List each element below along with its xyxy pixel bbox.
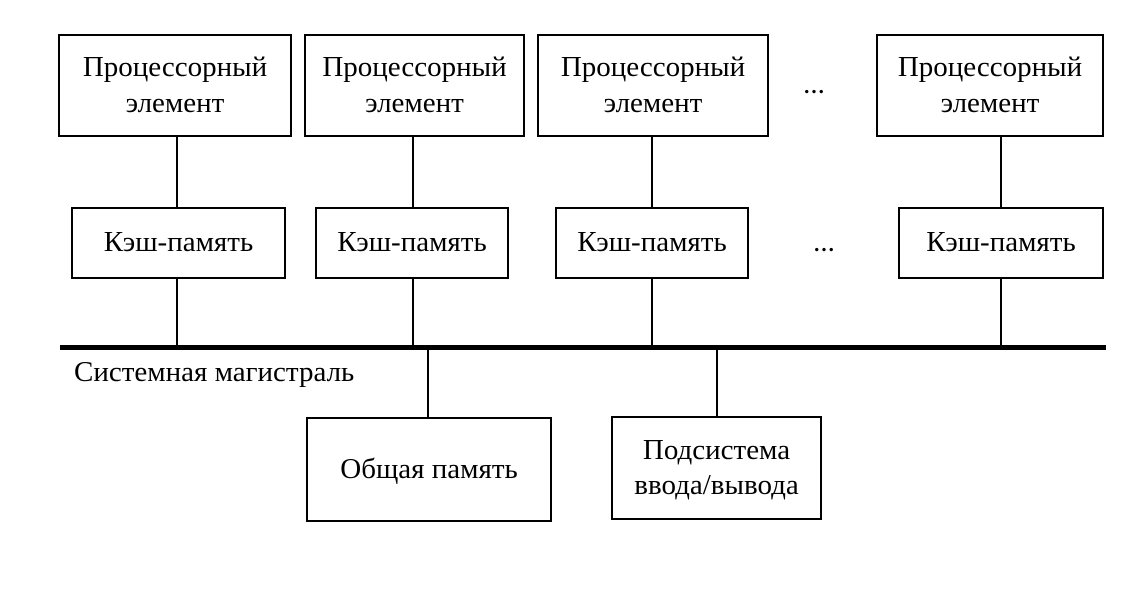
io-subsystem-box: Подсистема ввода/вывода <box>611 416 822 520</box>
cache-row-ellipsis: ... <box>813 226 835 258</box>
cache-memory-box-1: Кэш-память <box>71 207 286 279</box>
processor-element-box-3: Процессорный элемент <box>537 34 769 137</box>
bus-io-subsystem-connector <box>716 350 718 416</box>
bus-shared-memory-connector <box>427 350 429 417</box>
cache-memory-box-2: Кэш-память <box>315 207 509 279</box>
processor-cache-connector-4 <box>1000 137 1002 207</box>
system-bus-line <box>60 345 1106 350</box>
cache-bus-connector-1 <box>176 279 178 345</box>
processor-cache-connector-1 <box>176 137 178 207</box>
processor-cache-connector-3 <box>651 137 653 207</box>
cache-memory-box-3: Кэш-память <box>555 207 749 279</box>
system-bus-label: Системная магистраль <box>74 356 355 388</box>
cache-bus-connector-2 <box>412 279 414 345</box>
cache-memory-box-4: Кэш-память <box>898 207 1104 279</box>
processor-element-box-4: Процессорный элемент <box>876 34 1104 137</box>
processor-element-box-1: Процессорный элемент <box>58 34 292 137</box>
processor-row-ellipsis: ... <box>803 68 825 100</box>
processor-cache-connector-2 <box>412 137 414 207</box>
cache-bus-connector-4 <box>1000 279 1002 345</box>
shared-memory-box: Общая память <box>306 417 552 522</box>
processor-element-box-2: Процессорный элемент <box>304 34 525 137</box>
cache-bus-connector-3 <box>651 279 653 345</box>
